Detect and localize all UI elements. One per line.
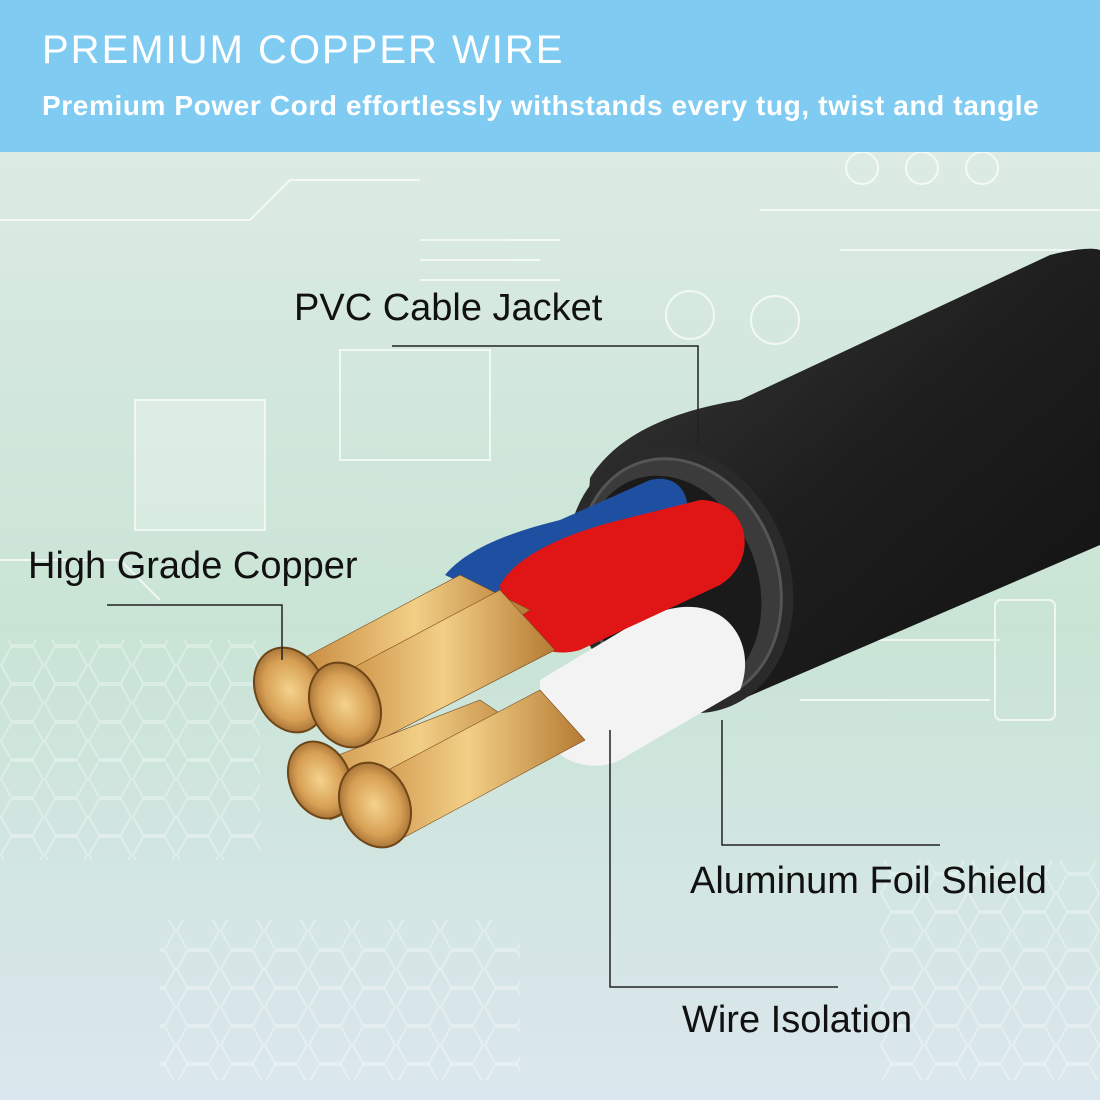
jacket-leader-line (392, 345, 699, 445)
callout-lines (107, 345, 940, 988)
foil-leader-line (721, 720, 940, 846)
callout-wire-isolation: Wire Isolation (682, 999, 913, 1041)
banner-title: PREMIUM COPPER WIRE (42, 28, 565, 72)
tech-pattern-decoration (0, 152, 1100, 1080)
copper-leader-line (107, 604, 283, 660)
isolation-leader-line (609, 730, 838, 988)
red-wire-insulation (500, 500, 745, 653)
callout-high-grade-copper: High Grade Copper (28, 545, 358, 587)
copper-strand-ends (253, 646, 412, 849)
header-banner: PREMIUM COPPER WIRE Premium Power Cord e… (0, 0, 1100, 152)
white-wire-insulation (540, 606, 746, 766)
banner-subtitle: Premium Power Cord effortlessly withstan… (42, 90, 1040, 121)
callout-aluminum-foil-shield: Aluminum Foil Shield (690, 860, 1047, 902)
cable-illustration (0, 152, 1100, 1100)
callout-pvc-cable-jacket: PVC Cable Jacket (294, 287, 603, 329)
